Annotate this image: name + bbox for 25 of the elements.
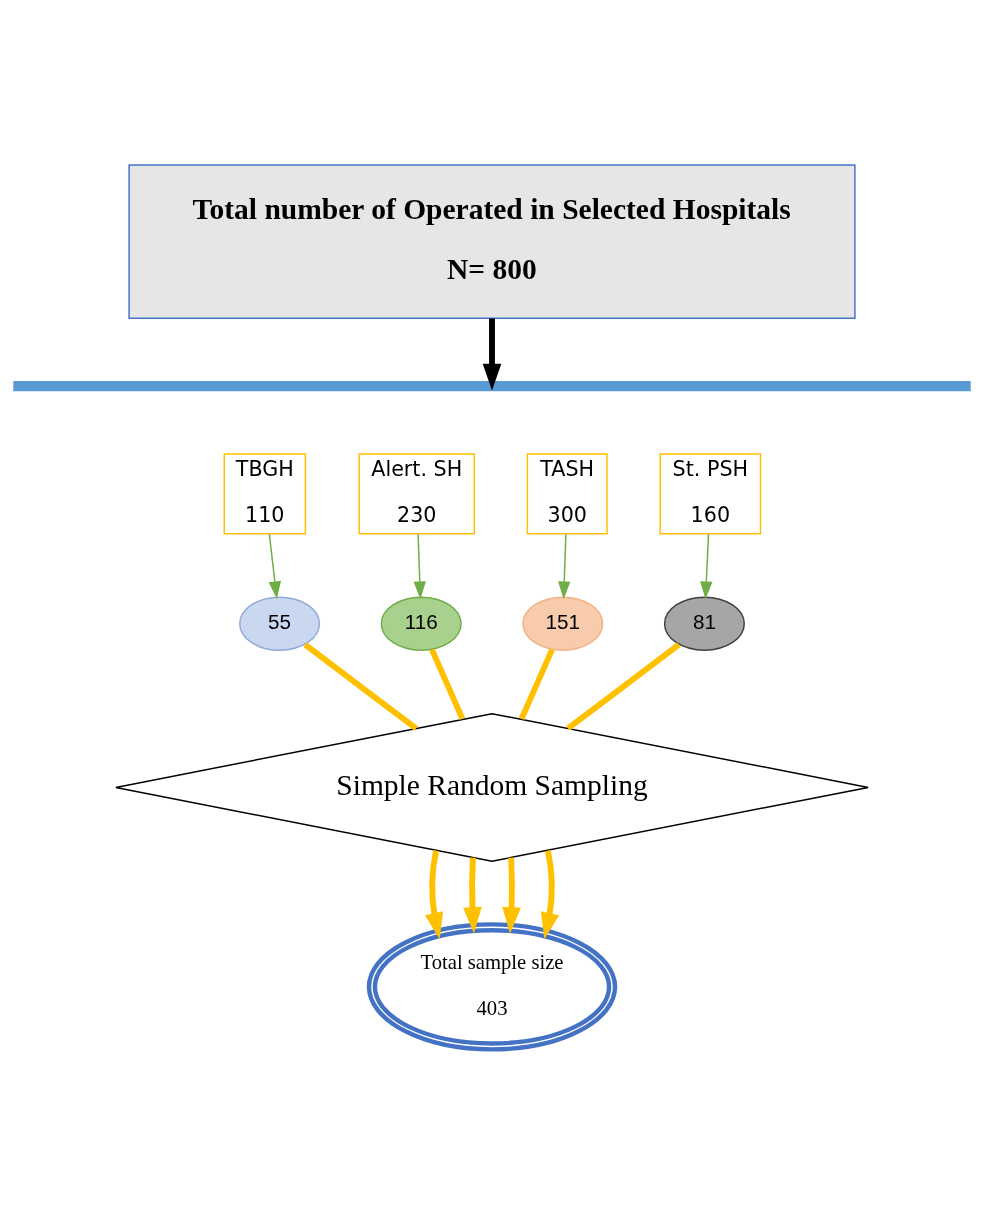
arrow xyxy=(502,856,521,934)
node-box: TBGH 110 xyxy=(223,452,307,534)
node-bar xyxy=(13,380,971,391)
node-ellipse: 151 xyxy=(522,595,604,651)
node-box: Total number of Operated in Selected Hospitals N= 800 xyxy=(128,163,856,319)
arrow xyxy=(463,856,482,934)
node-ellipse: Total sample size 403 xyxy=(366,921,618,1052)
connector xyxy=(429,647,466,720)
connector xyxy=(518,647,555,720)
node-ellipse: 55 xyxy=(239,595,321,651)
node-ellipse: 81 xyxy=(663,595,745,651)
node-diamond: Simple Random Sampling xyxy=(115,712,869,862)
node-ellipse: 116 xyxy=(380,595,462,651)
arrow xyxy=(482,317,502,390)
connector xyxy=(566,641,681,731)
arrow xyxy=(558,532,571,599)
node-box: St. PSH 160 xyxy=(659,452,762,534)
arrow xyxy=(413,532,426,599)
arrow xyxy=(424,849,444,939)
node-box: Alert. SH 230 xyxy=(358,452,476,534)
node-box: TASH 300 xyxy=(526,452,608,534)
arrow xyxy=(540,849,560,939)
connector xyxy=(303,641,418,731)
arrow xyxy=(700,532,713,599)
arrow xyxy=(268,532,281,599)
